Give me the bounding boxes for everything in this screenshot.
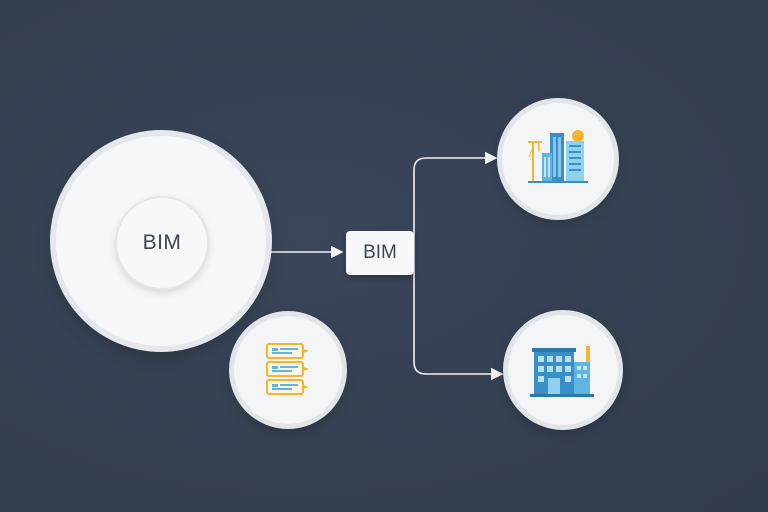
city-buildings-icon	[528, 130, 588, 183]
city-buildings-node[interactable]	[502, 103, 614, 215]
edge-hub-to-city-buildings	[413, 151, 498, 253]
document-list-node[interactable]	[234, 316, 342, 424]
document-list-icon	[266, 343, 309, 395]
office-building-icon	[530, 346, 594, 397]
source-node-label: BIM	[142, 231, 182, 254]
source-node[interactable]: BIM	[117, 198, 207, 288]
edge-hub-to-office-building	[413, 253, 504, 381]
hub-node[interactable]: BIM	[346, 231, 414, 275]
office-building-node[interactable]	[508, 315, 618, 425]
hub-node-label: BIM	[363, 242, 397, 263]
